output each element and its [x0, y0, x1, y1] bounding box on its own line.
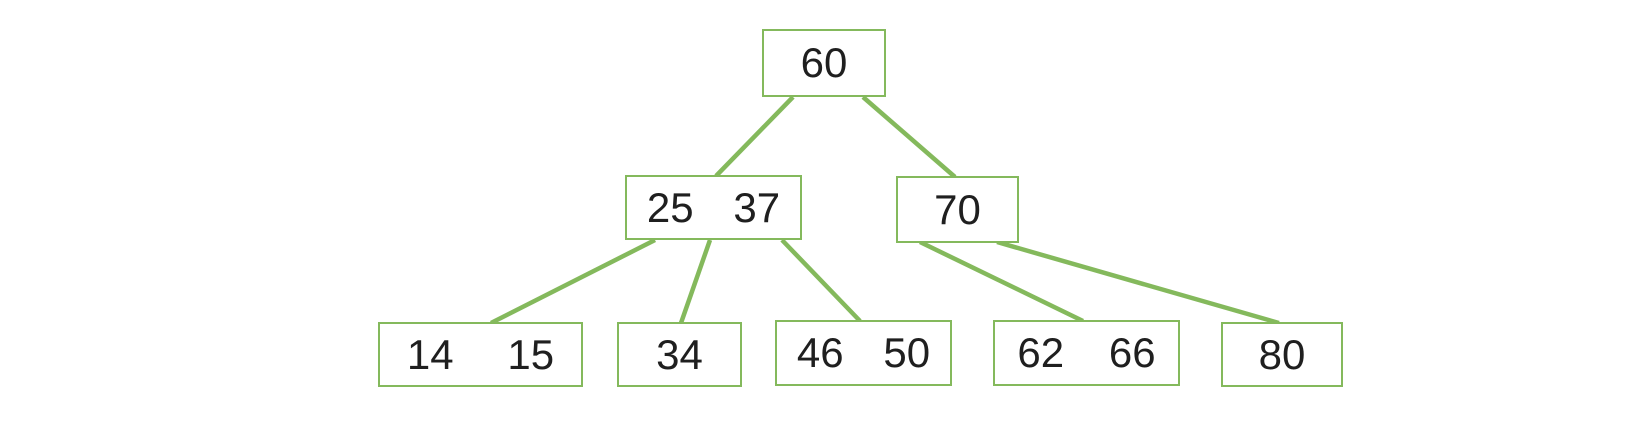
- edge-25-37-to-46-50: [780, 238, 862, 323]
- node-key: 46: [796, 329, 844, 376]
- node-key: 25: [646, 183, 694, 231]
- edge-60-to-70: [861, 95, 957, 179]
- tree-node-60: 60: [762, 29, 886, 97]
- tree-node-46-50: 46 50: [775, 320, 952, 386]
- edge-70-to-62-66: [919, 239, 1084, 324]
- tree-node-62-66: 62 66: [993, 320, 1180, 386]
- tree-node-80: 80: [1221, 322, 1343, 387]
- node-key: 15: [507, 330, 555, 378]
- node-key: 66: [1108, 329, 1156, 376]
- node-key: 50: [883, 329, 931, 376]
- node-key: 60: [800, 39, 848, 86]
- edge-70-to-80: [996, 239, 1280, 326]
- edge-25-37-to-14-15: [489, 237, 657, 326]
- tree-node-34: 34: [617, 322, 742, 387]
- node-key: 37: [733, 183, 781, 231]
- tree-node-14-15: 14 15: [378, 322, 583, 387]
- node-key: 62: [1017, 329, 1065, 376]
- node-key: 80: [1258, 330, 1306, 378]
- tree-node-70: 70: [896, 176, 1019, 243]
- node-key: 14: [406, 330, 454, 378]
- node-key: 70: [934, 185, 981, 233]
- node-key: 34: [656, 330, 703, 378]
- edge-25-37-to-34: [678, 239, 713, 324]
- edge-60-to-25-37: [714, 95, 795, 178]
- tree-node-25-37: 25 37: [625, 175, 802, 240]
